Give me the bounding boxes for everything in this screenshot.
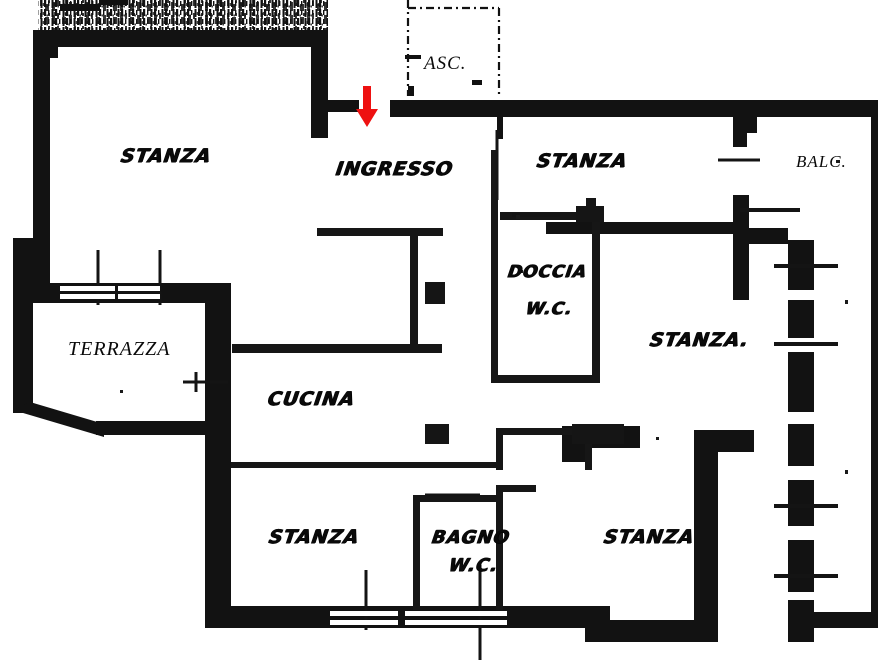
structural-walls [13,30,878,642]
scan-speckles [120,160,848,474]
partition-walls [231,150,600,610]
fixtures [425,198,624,444]
scan-noise-band [38,0,328,30]
lift-shaft-outline [406,0,501,96]
entrance-arrow-icon [356,86,378,127]
lift-shaft-ticks [405,55,482,96]
window-reveals [60,286,507,625]
